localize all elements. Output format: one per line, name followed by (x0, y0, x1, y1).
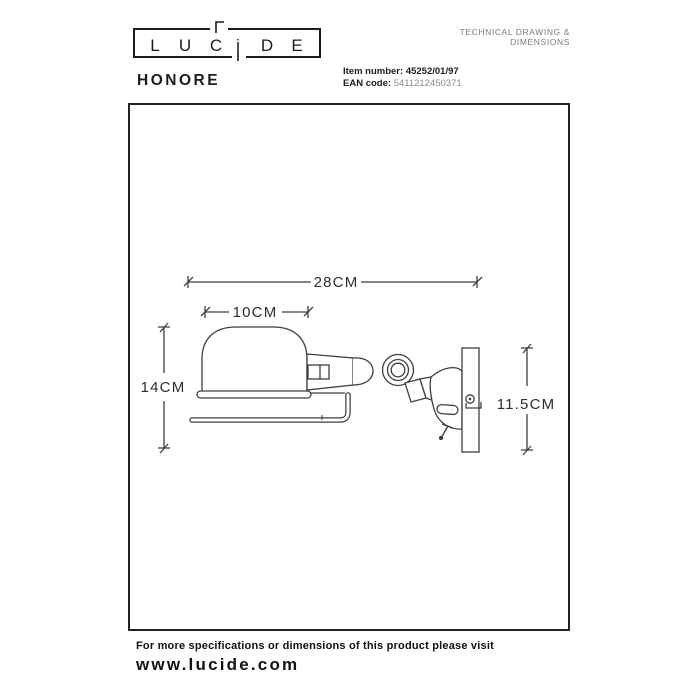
dim-wall-height (521, 343, 533, 456)
doc-type-label: TECHNICAL DRAWING & DIMENSIONS (459, 27, 570, 47)
dim-shade-height (158, 322, 170, 454)
footer-note: For more specifications or dimensions of… (136, 640, 494, 652)
holder-slot (436, 403, 459, 416)
ean-code-value: 5411212450371 (393, 78, 462, 89)
item-number-line: Item number: 45252/01/97 (343, 66, 462, 78)
logo-letter: U (179, 36, 191, 55)
dim-shade-width-label: 10CM (233, 304, 278, 321)
lucide-logo: L U C i D E (133, 21, 321, 61)
dim-total-width (183, 276, 483, 288)
product-name: HONORE (137, 72, 221, 89)
logo-letter: D (261, 36, 273, 55)
dim-shade-height-label: 14CM (141, 379, 186, 396)
item-info-block: Item number: 45252/01/97 EAN code: 54112… (343, 66, 462, 90)
wall-holder (429, 366, 463, 430)
logo-letter: L (150, 36, 159, 55)
logo-letter: C (210, 36, 222, 55)
logo-box-outline (133, 28, 321, 58)
dim-total-width-label: 28CM (314, 274, 359, 291)
switch-toggle (438, 423, 454, 441)
shade-rim (196, 390, 312, 399)
website-link[interactable]: www.lucide.com (136, 655, 300, 674)
footer: For more specifications or dimensions of… (136, 640, 494, 675)
ean-code-line: EAN code: 5411212450371 (343, 78, 462, 90)
arm-detail (307, 364, 330, 380)
logo-letter: i (236, 36, 240, 55)
technical-drawing: 28CM 10CM 14CM (141, 274, 556, 456)
ean-code-label: EAN code: (343, 78, 392, 89)
dim-wall-height-label: 11.5CM (497, 396, 556, 413)
pivot-joint (381, 353, 415, 387)
mounting-screw (465, 394, 482, 409)
arm-lobe (352, 357, 374, 386)
dim-shade-width (200, 306, 314, 318)
lamp-shade (201, 326, 308, 391)
item-number-label: Item number: (343, 66, 404, 77)
logo-hook-icon (215, 21, 224, 33)
logo-letter: E (291, 36, 302, 55)
drawing-frame: 28CM 10CM 14CM (128, 103, 570, 631)
item-number-value: 45252/01/97 (405, 66, 459, 77)
power-cord (189, 392, 351, 423)
